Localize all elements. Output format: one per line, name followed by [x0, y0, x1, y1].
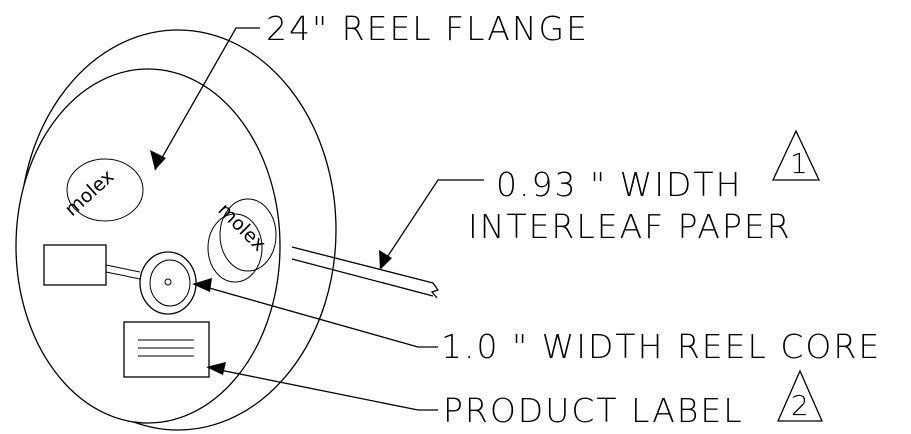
leader-product-label: [209, 367, 438, 411]
note-1: 1: [790, 147, 810, 180]
reel-flange-front: [15, 68, 281, 424]
note-triangle-2: [777, 369, 823, 422]
flange-tab-line-2: [105, 271, 141, 280]
flange-tab-line: [105, 264, 141, 273]
leader-interleaf: [379, 179, 484, 269]
callout-reel-flange: 24" REEL FLANGE: [266, 9, 589, 48]
reel-core-hole: [164, 278, 172, 286]
note-triangle-1: [771, 129, 821, 181]
interleaf-edge-bottom: [291, 258, 434, 297]
arrowhead-product-label: [206, 362, 226, 375]
leader-reel-core: [194, 283, 438, 348]
interleaf-edge-top: [291, 246, 434, 284]
callout-product-label: PRODUCT LABEL: [443, 391, 744, 430]
note-2: 2: [791, 389, 811, 422]
callout-reel-core: 1.0 " WIDTH REEL CORE: [441, 327, 881, 366]
reel-core-inner: [149, 259, 191, 307]
leader-reel-flange: [154, 27, 260, 171]
logo-oval-right-front: [207, 213, 263, 283]
arrowhead-reel-core: [192, 278, 212, 292]
arrowhead-interleaf: [379, 250, 392, 270]
arrowhead-reel-flange: [150, 150, 166, 170]
logo-oval-right-back: [219, 198, 277, 272]
interleaf-tear: [430, 282, 440, 299]
product-label: [123, 321, 210, 378]
logo-oval-left: [66, 158, 144, 222]
callout-interleaf-line1: 0.93 " WIDTH: [496, 165, 742, 204]
callout-interleaf-line2: INTERLEAF PAPER: [468, 207, 792, 246]
